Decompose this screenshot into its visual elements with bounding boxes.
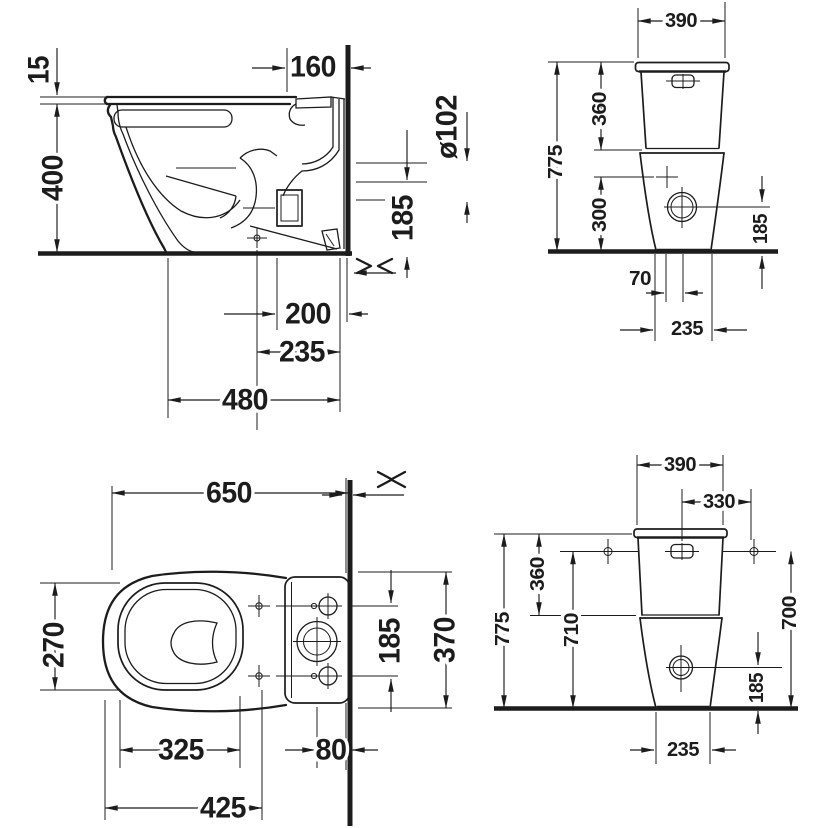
dim-label-330: 330 (703, 491, 735, 513)
dim-label-700: 700 (779, 596, 801, 630)
dim-label-200: 200 (285, 298, 331, 331)
dim-label-650: 650 (206, 477, 252, 510)
outlet-circle (666, 645, 697, 692)
rear-dimensions: 390 330 775 360 710 700 185 235 (489, 451, 805, 765)
dim-label-15: 15 (23, 56, 56, 84)
dim-label-235-front: 235 (671, 318, 703, 340)
cistern-plan (284, 576, 351, 704)
side-dimensions: 15 400 160 ø102 185 200 235 480 (19, 47, 470, 430)
dim-label-710: 710 (561, 613, 583, 647)
bowl-opening (170, 620, 218, 665)
vario-break-symbol (376, 470, 407, 489)
outlet-circle (664, 187, 700, 228)
cistern-body (640, 71, 725, 149)
dim-label-390-rear: 390 (664, 454, 696, 476)
view-front: 390 775 360 300 185 70 235 (542, 2, 778, 344)
dim-label-360-rear: 360 (527, 557, 549, 591)
cistern-fixing-holes (310, 593, 338, 689)
dim-label-480: 480 (222, 384, 268, 417)
flush-valve (293, 617, 341, 666)
dim-label-325: 325 (158, 734, 204, 767)
rear-ceramic (494, 528, 798, 711)
plan-ceramic (101, 570, 398, 713)
dim-label-370: 370 (429, 617, 462, 663)
dim-label-425: 425 (200, 792, 246, 825)
dim-label-400: 400 (37, 155, 70, 201)
dim-label-185-rear: 185 (746, 673, 768, 703)
seat-fixing-marks (248, 595, 270, 687)
dim-label-160: 160 (290, 51, 336, 84)
plan-dimensions: 650 270 185 370 325 80 425 (34, 470, 465, 828)
service-center-marks (596, 539, 766, 564)
dim-label-185-side: 185 (387, 195, 420, 241)
cistern-lid (634, 61, 730, 73)
bowl-pedestal (639, 152, 725, 251)
vario-break-symbol (355, 257, 394, 275)
dim-label-775-front: 775 (545, 145, 567, 179)
dim-label-70: 70 (629, 268, 651, 290)
dim-label-390-front: 390 (665, 10, 697, 32)
dim-label-80: 80 (316, 734, 347, 767)
dim-label-o102: ø102 (431, 95, 464, 159)
seat-outer-ring (117, 582, 244, 691)
dim-label-235-rear: 235 (667, 739, 699, 761)
dim-label-185-plan: 185 (374, 618, 407, 664)
outlet-spigot (276, 189, 303, 227)
cistern-body (637, 537, 724, 616)
front-ceramic (548, 61, 778, 254)
dim-label-235-side: 235 (279, 336, 325, 369)
dim-label-185-front: 185 (750, 214, 772, 244)
view-plan: 650 270 185 370 325 80 425 (34, 470, 465, 828)
flush-button (666, 74, 700, 89)
fixing-center-mark (656, 166, 678, 188)
dim-label-360-front: 360 (589, 92, 611, 126)
bowl-pedestal (639, 617, 723, 709)
dim-label-300: 300 (589, 198, 611, 232)
dim-label-270: 270 (38, 622, 71, 668)
seat-inner-ring (124, 588, 237, 685)
dim-label-775-rear: 775 (492, 612, 514, 646)
side-ceramic (103, 95, 346, 254)
view-side-section: 15 400 160 ø102 185 200 235 480 (19, 45, 470, 430)
view-rear: 390 330 775 360 710 700 185 235 (489, 451, 805, 765)
seat-section (113, 109, 233, 128)
front-dimensions: 390 775 360 300 185 70 235 (542, 2, 776, 344)
flush-inlet-shade (295, 96, 332, 109)
flush-button (665, 543, 699, 560)
drain-center-mark (247, 228, 267, 248)
side-structure (38, 45, 352, 256)
pan-outline (101, 570, 288, 713)
